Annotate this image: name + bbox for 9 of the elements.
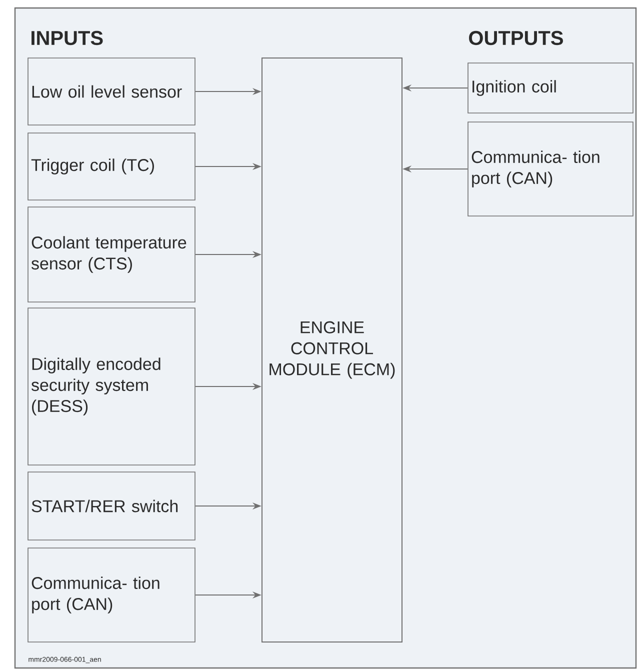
- signal-box: Low oil level sensor: [28, 58, 196, 126]
- signal-box: START/RER switch: [28, 472, 196, 540]
- signal-box: Communica- tion port (CAN): [28, 548, 196, 642]
- signal-box: Communica- tion port (CAN): [468, 122, 634, 216]
- module-box: ENGINE CONTROL MODULE (ECM): [262, 58, 402, 642]
- signal-box: Trigger coil (TC): [28, 132, 196, 200]
- signal-box: Coolant temperature sensor (CTS): [28, 206, 196, 302]
- signal-box: Ignition coil: [468, 62, 634, 114]
- signal-box: Digitally encoded security system (DESS): [28, 308, 196, 466]
